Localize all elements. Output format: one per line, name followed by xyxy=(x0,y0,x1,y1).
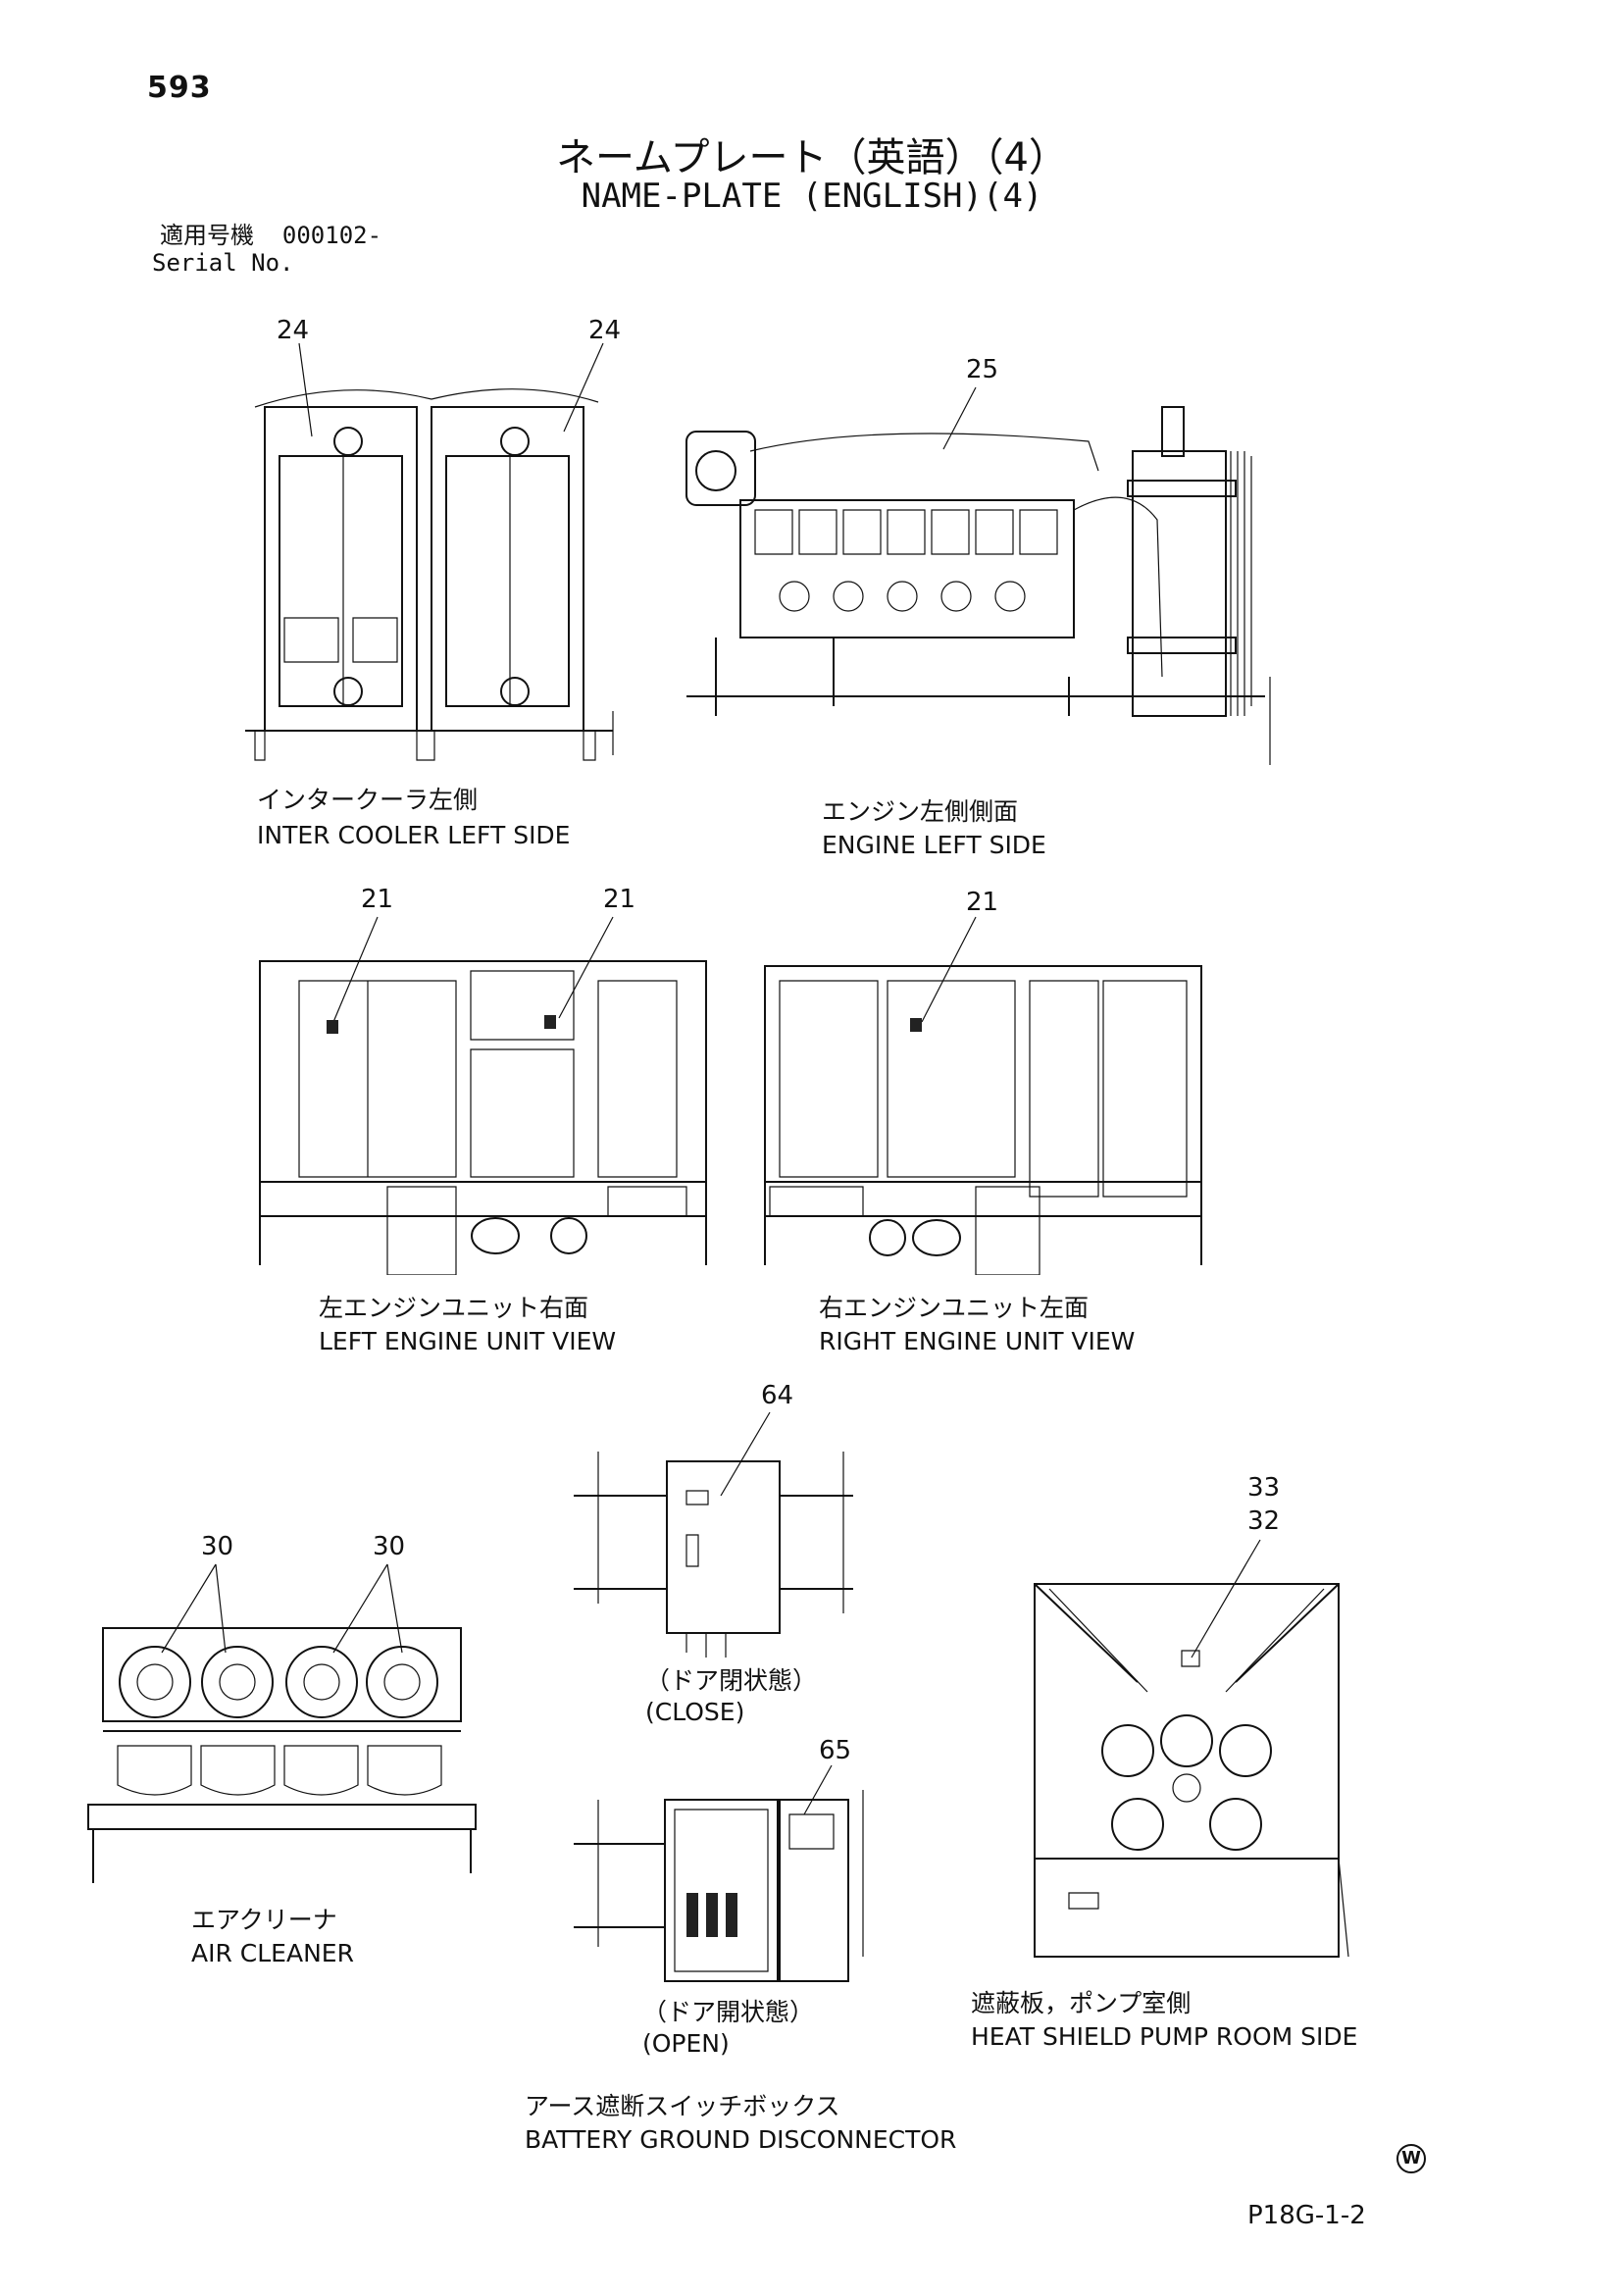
caption-air-cleaner-en: AIR CLEANER xyxy=(191,1939,354,1967)
serial-label-en: Serial No. xyxy=(152,249,294,277)
callout-33: 33 xyxy=(1247,1473,1281,1503)
caption-engine-left-jp: エンジン左側側面 xyxy=(822,797,1019,826)
page-title-jp: ネームプレート（英語）（4） xyxy=(556,135,1068,180)
page-title-en: NAME-PLATE (ENGLISH)(4) xyxy=(581,177,1043,216)
caption-open-en: (OPEN) xyxy=(642,2029,730,2058)
left-engine-unit-drawing xyxy=(250,912,721,1275)
inter-cooler-drawing xyxy=(226,338,637,770)
caption-right-engine-en: RIGHT ENGINE UNIT VIEW xyxy=(819,1327,1136,1355)
callout-21-left-b: 21 xyxy=(603,885,636,914)
caption-inter-cooler-en: INTER COOLER LEFT SIDE xyxy=(257,821,571,849)
battery-close-drawing xyxy=(559,1407,873,1662)
caption-right-engine-jp: 右エンジンユニット左面 xyxy=(819,1294,1090,1322)
battery-open-drawing xyxy=(559,1760,873,1996)
callout-65: 65 xyxy=(819,1736,852,1765)
serial-value: 000102- xyxy=(281,222,382,249)
page-number: 593 xyxy=(147,71,212,105)
w-mark-icon: W xyxy=(1396,2144,1426,2173)
callout-24-right: 24 xyxy=(588,316,622,345)
callout-30-right: 30 xyxy=(373,1532,406,1561)
engine-left-drawing xyxy=(677,383,1285,775)
callout-32: 32 xyxy=(1247,1506,1281,1536)
caption-open-jp: （ドア開状態） xyxy=(642,1998,815,2026)
serial-label-jp: 適用号機 xyxy=(160,222,254,249)
caption-battery-group-en: BATTERY GROUND DISCONNECTOR xyxy=(525,2125,957,2154)
callout-64: 64 xyxy=(761,1381,794,1410)
caption-heat-shield-jp: 遮蔽板，ポンプ室側 xyxy=(971,1989,1192,2017)
air-cleaner-drawing xyxy=(78,1559,490,1893)
caption-heat-shield-en: HEAT SHIELD PUMP ROOM SIDE xyxy=(971,2022,1358,2051)
drawing-code: P18G-1-2 xyxy=(1247,2201,1366,2230)
heat-shield-drawing xyxy=(1020,1535,1353,1966)
caption-close-jp: （ドア閉状態） xyxy=(645,1666,818,1695)
callout-24-left: 24 xyxy=(277,316,310,345)
caption-battery-group-jp: アース遮断スイッチボックス xyxy=(525,2092,840,2120)
caption-left-engine-en: LEFT ENGINE UNIT VIEW xyxy=(319,1327,617,1355)
right-engine-unit-drawing xyxy=(755,912,1216,1275)
callout-21-right: 21 xyxy=(966,888,999,917)
callout-30-left: 30 xyxy=(201,1532,234,1561)
caption-air-cleaner-jp: エアクリーナ xyxy=(191,1906,337,1934)
caption-close-en: (CLOSE) xyxy=(645,1698,745,1726)
caption-engine-left-en: ENGINE LEFT SIDE xyxy=(822,831,1046,859)
caption-inter-cooler-jp: インタークーラ左側 xyxy=(257,786,479,814)
serial-block: 適用号機 000102- Serial No. xyxy=(152,222,381,277)
caption-left-engine-jp: 左エンジンユニット右面 xyxy=(319,1294,589,1322)
callout-25: 25 xyxy=(966,355,999,384)
callout-21-left-a: 21 xyxy=(361,885,394,914)
